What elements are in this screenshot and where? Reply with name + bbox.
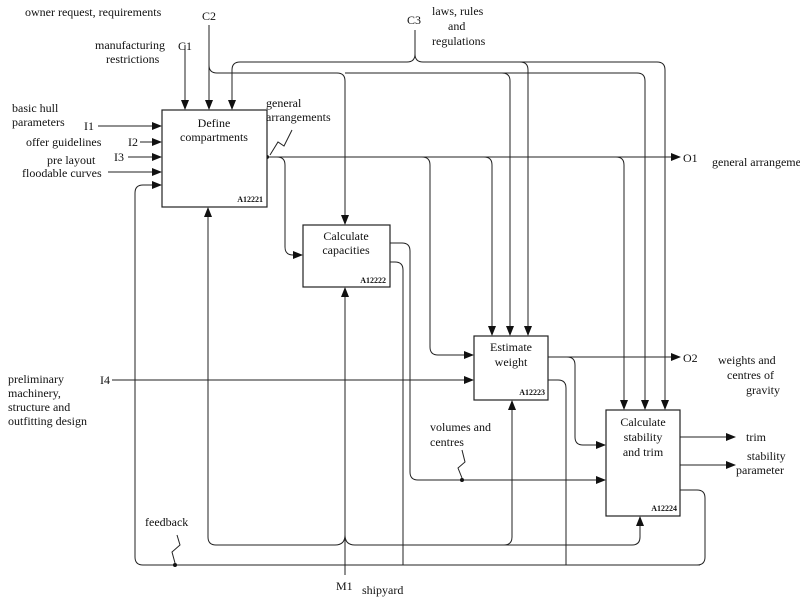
ga-annotation: arrangements	[266, 110, 331, 124]
i4-label: preliminary	[8, 372, 64, 386]
activity-calculate-capacities[interactable]: Calculate capacities A12222	[302, 224, 391, 288]
box-code: A12223	[519, 388, 545, 397]
vc-annotation: volumes and	[430, 420, 491, 434]
box-title: Define	[198, 116, 231, 130]
feedback-annotation: feedback	[145, 515, 188, 529]
stability-label: parameter	[736, 463, 784, 477]
box-title: and trim	[623, 445, 664, 459]
c3-label: and	[448, 19, 465, 33]
o2-id: O2	[683, 351, 698, 365]
box-code: A12221	[237, 195, 263, 204]
activity-estimate-weight[interactable]: Estimate weight A12223	[473, 335, 549, 401]
c3-id: C3	[407, 13, 421, 27]
box-title: Estimate	[490, 340, 532, 354]
i4-label: outfitting design	[8, 414, 87, 428]
c3-label: regulations	[432, 34, 486, 48]
i3-label: floodable curves	[22, 166, 102, 180]
o2-label: gravity	[746, 383, 780, 397]
ga-annotation: general	[266, 96, 302, 110]
box-title: compartments	[180, 130, 248, 144]
o2-label: weights and	[718, 353, 776, 367]
m1-id: M1	[336, 579, 353, 593]
i4-label: structure and	[8, 400, 70, 414]
i2-id: I2	[128, 135, 138, 149]
o1-id: O1	[683, 151, 698, 165]
i4-id: I4	[100, 373, 110, 387]
activity-calculate-stability[interactable]: Calculate stability and trim A12224	[605, 409, 681, 517]
c1-id: C1	[178, 39, 192, 53]
box-title: weight	[495, 355, 528, 369]
squiggle-general-arrangements	[269, 129, 293, 156]
box-code: A12224	[651, 504, 677, 513]
i4-label: machinery,	[8, 386, 61, 400]
box-title: capacities	[322, 243, 370, 257]
squiggle-volumes	[457, 449, 466, 479]
i2-label: offer guidelines	[26, 135, 102, 149]
output-lines	[265, 153, 736, 484]
i3-id: I3	[114, 150, 124, 164]
c1-label: restrictions	[106, 52, 160, 66]
vc-annotation: centres	[430, 435, 464, 449]
input-lines	[98, 122, 474, 384]
labels: owner request, requirements C2 manufactu…	[8, 4, 800, 597]
i1-label: basic hull	[12, 101, 59, 115]
i1-label: parameters	[12, 115, 65, 129]
c2-label: owner request, requirements	[25, 5, 162, 19]
feedback-lines	[134, 181, 706, 567]
c1-label: manufacturing	[95, 38, 165, 52]
i3-label: pre layout	[47, 153, 96, 167]
c3-label: laws, rules	[432, 4, 484, 18]
activity-define-compartments[interactable]: Define compartments A12221	[161, 109, 268, 208]
m1-label: shipyard	[362, 583, 403, 597]
o2-label: centres of	[727, 368, 774, 382]
box-title: stability	[624, 430, 663, 444]
control-lines	[181, 25, 669, 410]
trim-label: trim	[746, 430, 767, 444]
stability-label: stability	[747, 449, 786, 463]
squiggle-feedback	[171, 534, 181, 564]
box-title: Calculate	[620, 415, 665, 429]
o1-label: general arrangements	[712, 155, 800, 169]
box-title: Calculate	[323, 229, 368, 243]
box-code: A12222	[360, 276, 386, 285]
mechanism-lines	[204, 207, 644, 575]
c2-id: C2	[202, 9, 216, 23]
i1-id: I1	[84, 119, 94, 133]
